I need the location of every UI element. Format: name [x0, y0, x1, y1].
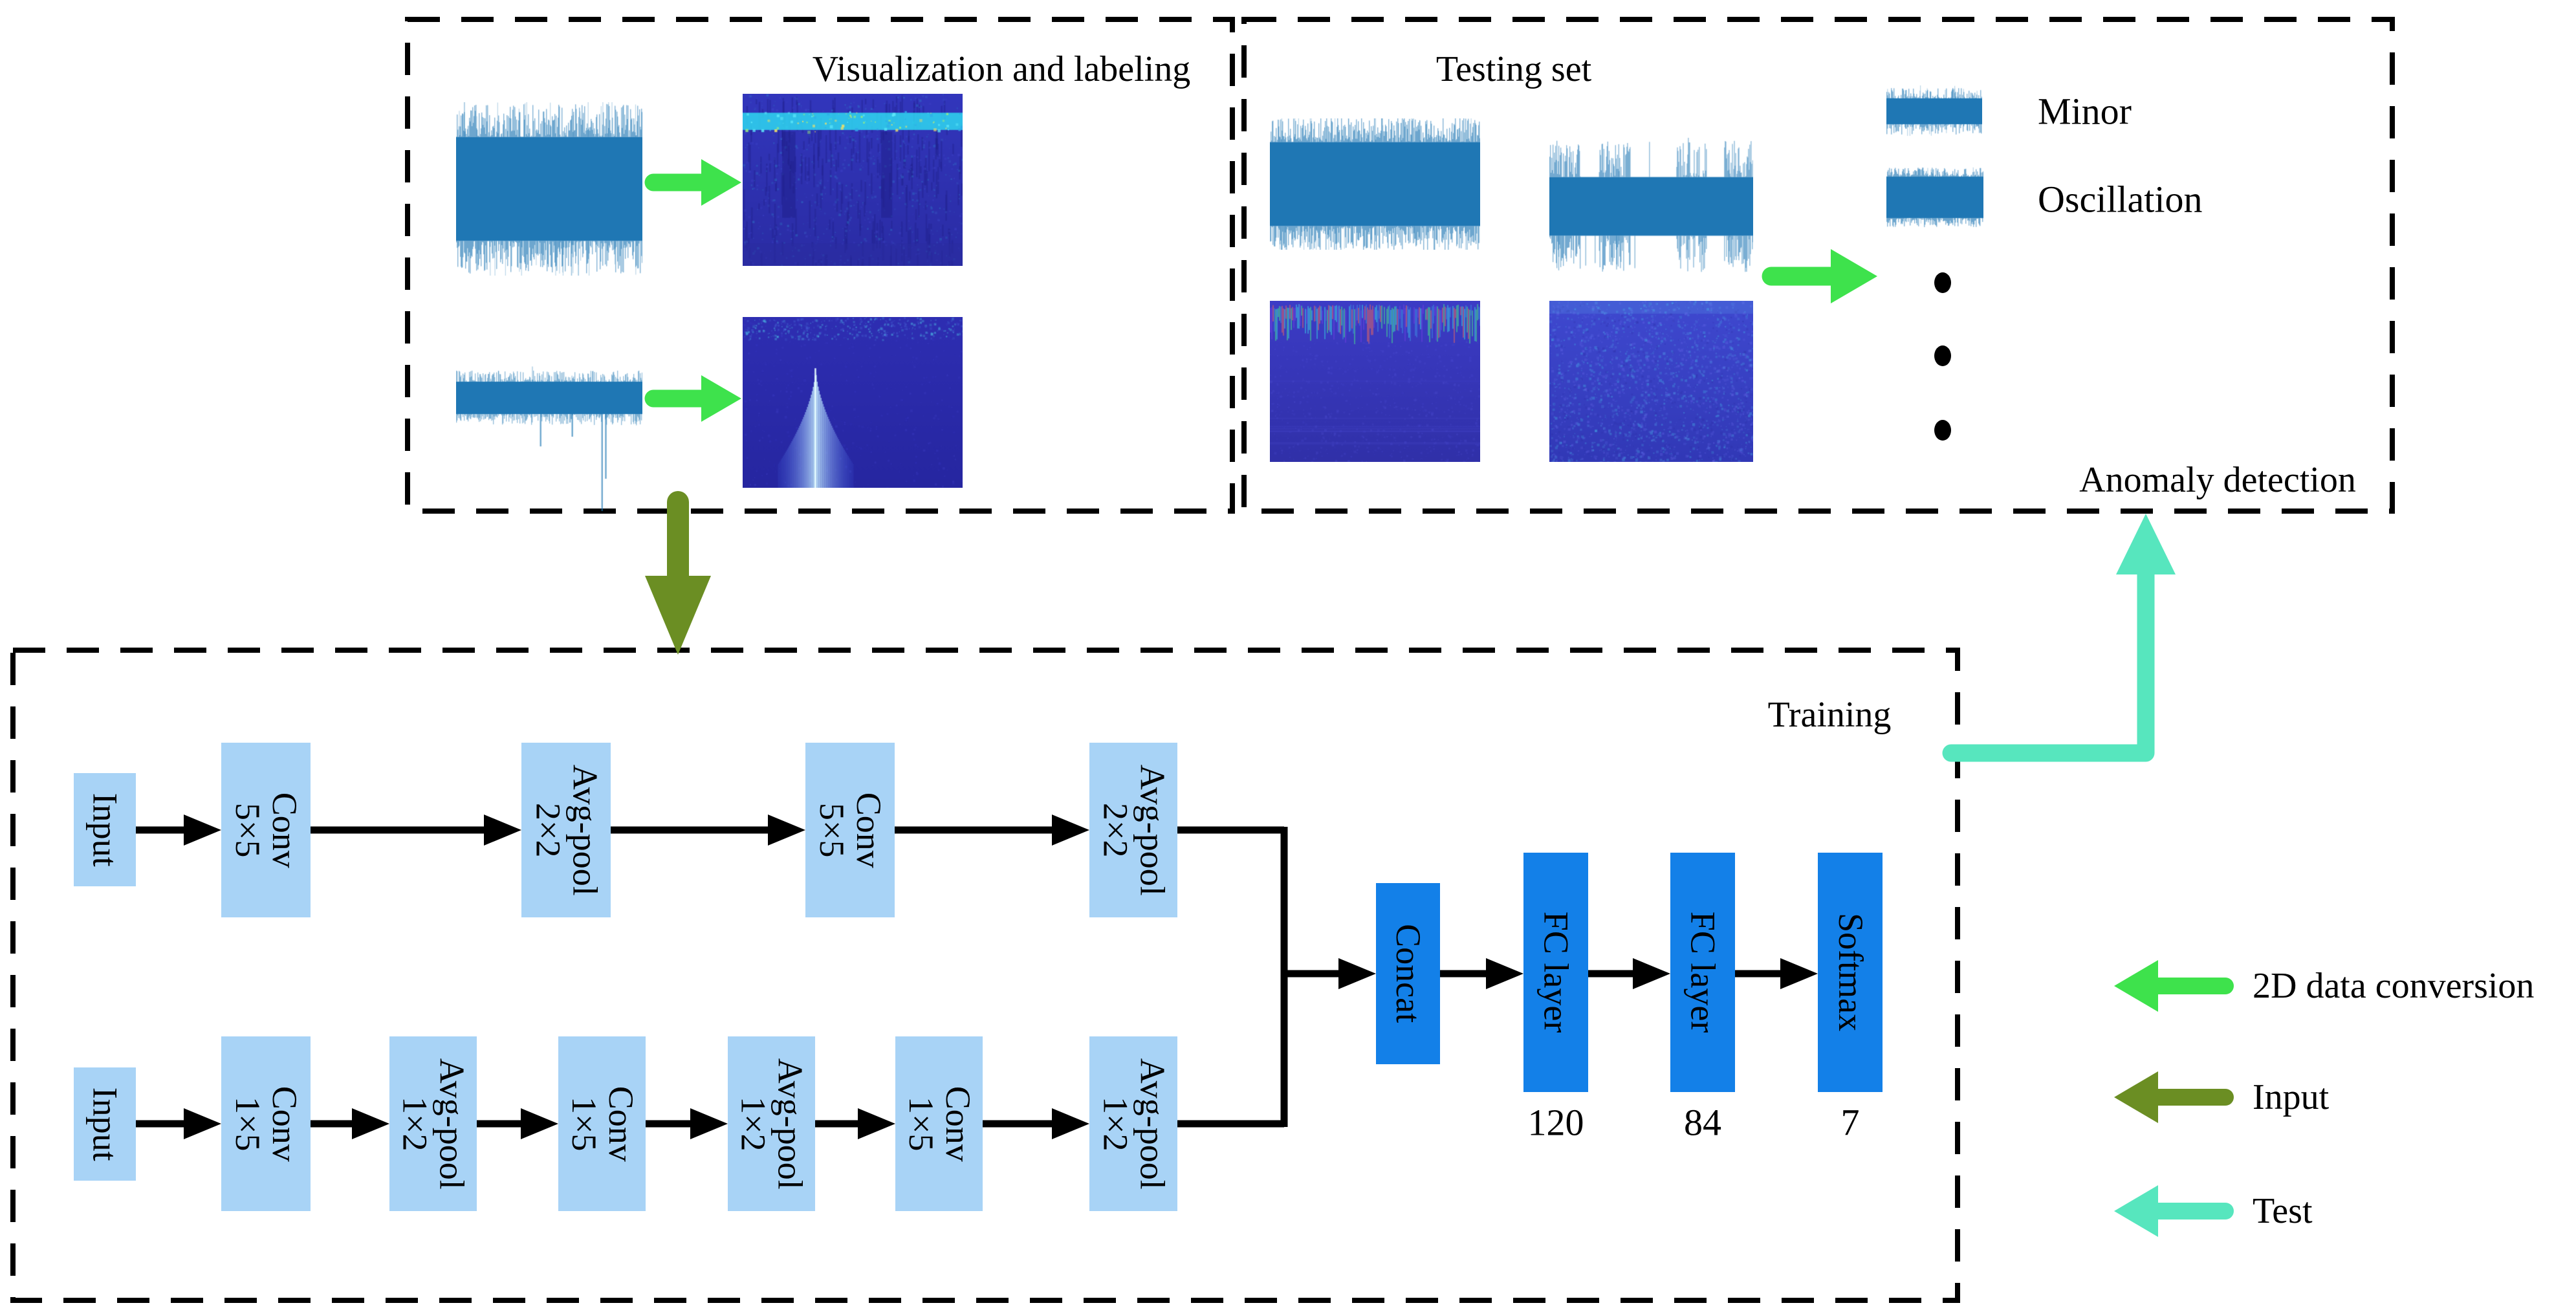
arrow-fc1-to-fc2 [1633, 958, 1670, 989]
arrow-test-head [2116, 514, 2176, 574]
arrow-2d-conversion-2 [701, 375, 741, 422]
units-count-1: 120 [1527, 1101, 1584, 1144]
arrow-branch2d [184, 815, 221, 846]
block-1d-4-label: Avg-pool 1×2 [734, 1058, 810, 1190]
waveform-test-sample-2 [1549, 137, 1753, 276]
block-2d-0-label: Input [85, 793, 125, 867]
block-1d-6-label: Avg-pool 1×2 [1096, 1058, 1172, 1190]
arrow-branch1d [352, 1108, 389, 1139]
block-1d-3: Conv 1×5 [558, 1036, 646, 1211]
block-1d-5: Conv 1×5 [895, 1036, 983, 1211]
block-1d-0-label: Input [85, 1087, 125, 1161]
visualization-panel-title: Visualization and labeling [812, 49, 1191, 89]
legend-label-1: Input [2253, 1077, 2330, 1117]
block-2d-4-label: Avg-pool 2×2 [1096, 764, 1172, 896]
arrow-branch2d [1052, 815, 1089, 846]
ellipsis-dot [1934, 420, 1951, 441]
block-2d-4: Avg-pool 2×2 [1089, 743, 1177, 917]
arrow-concat-to-fc1 [1486, 958, 1523, 989]
arrow-branch1d [184, 1108, 221, 1139]
legend-arrow-2 [2114, 1185, 2158, 1237]
legend-arrow-0 [2114, 960, 2158, 1012]
waveform-oscillation-class [1886, 167, 1983, 228]
block-1d-0: Input [74, 1067, 136, 1181]
block-2d-1: Conv 5×5 [221, 743, 311, 917]
legend-label-0: 2D data conversion [2253, 966, 2535, 1006]
ellipsis-dot [1934, 345, 1951, 366]
block-1d-5-label: Conv 1×5 [901, 1086, 977, 1162]
block-head-0-label: Concat [1389, 924, 1428, 1023]
legend-arrow-1 [2114, 1071, 2158, 1123]
arrow-branch2d [484, 815, 521, 846]
block-head-3: Softmax [1818, 853, 1883, 1092]
arrow-branch1d [521, 1108, 558, 1139]
block-2d-3: Conv 5×5 [805, 743, 895, 917]
block-head-1: FC layer [1523, 853, 1588, 1092]
block-2d-2-label: Avg-pool 2×2 [529, 764, 605, 896]
units-count-3: 7 [1840, 1101, 1860, 1144]
block-1d-4: Avg-pool 1×2 [728, 1036, 815, 1211]
block-head-3-label: Softmax [1831, 913, 1870, 1032]
arrow-testing-classify [1831, 249, 1877, 303]
arrow-2d-conversion-1 [701, 159, 741, 206]
arrow-branch1d [858, 1108, 895, 1139]
arrow-branch1d [690, 1108, 728, 1139]
block-head-2: FC layer [1670, 853, 1735, 1092]
spectrogram-test-sample-1 [1270, 301, 1480, 462]
minor-class-label: Minor [2038, 90, 2132, 133]
visualization-panel-border [405, 17, 1235, 514]
block-1d-2: Avg-pool 1×2 [389, 1036, 477, 1211]
block-head-1-label: FC layer [1536, 912, 1576, 1033]
block-2d-1-label: Conv 5×5 [228, 792, 305, 868]
oscillation-class-label: Oscillation [2038, 178, 2203, 221]
block-head-2-label: FC layer [1683, 912, 1723, 1033]
spectrogram-labeled-normal [743, 94, 963, 266]
block-1d-1: Conv 1×5 [221, 1036, 311, 1211]
testing-panel-title: Testing set [1435, 49, 1592, 89]
block-2d-3-label: Conv 5×5 [813, 792, 889, 868]
arrow-branch1d [1052, 1108, 1089, 1139]
anomaly-detection-label: Anomaly detection [2079, 460, 2356, 500]
block-1d-6: Avg-pool 1×2 [1089, 1036, 1177, 1211]
waveform-test-sample-1 [1270, 118, 1480, 250]
waveform-normal-signal [456, 102, 642, 276]
block-2d-2: Avg-pool 2×2 [521, 743, 611, 917]
ellipsis-dot [1934, 272, 1951, 293]
block-1d-3-label: Conv 1×5 [564, 1086, 640, 1162]
arrow-fc2-to-softmax [1780, 958, 1818, 989]
waveform-anomaly-signal [456, 349, 642, 511]
block-1d-2-label: Avg-pool 1×2 [395, 1058, 472, 1190]
waveform-minor-class [1886, 85, 1982, 137]
block-2d-0: Input [74, 773, 136, 886]
block-1d-1-label: Conv 1×5 [228, 1086, 305, 1162]
units-count-2: 84 [1684, 1101, 1721, 1144]
arrow-to-concat [1338, 958, 1376, 989]
arrow-test-shaft [1942, 564, 2155, 762]
legend-label-2: Test [2253, 1191, 2313, 1231]
spectrogram-test-sample-2 [1549, 301, 1753, 462]
spectrogram-labeled-anomaly [743, 317, 963, 488]
training-panel-title: Training [1767, 695, 1892, 735]
training-panel-border [10, 648, 1960, 1303]
arrow-branch2d [768, 815, 805, 846]
testing-panel-border [1241, 17, 2395, 514]
block-head-0: Concat [1376, 883, 1440, 1064]
arrow-input-head [645, 576, 711, 655]
